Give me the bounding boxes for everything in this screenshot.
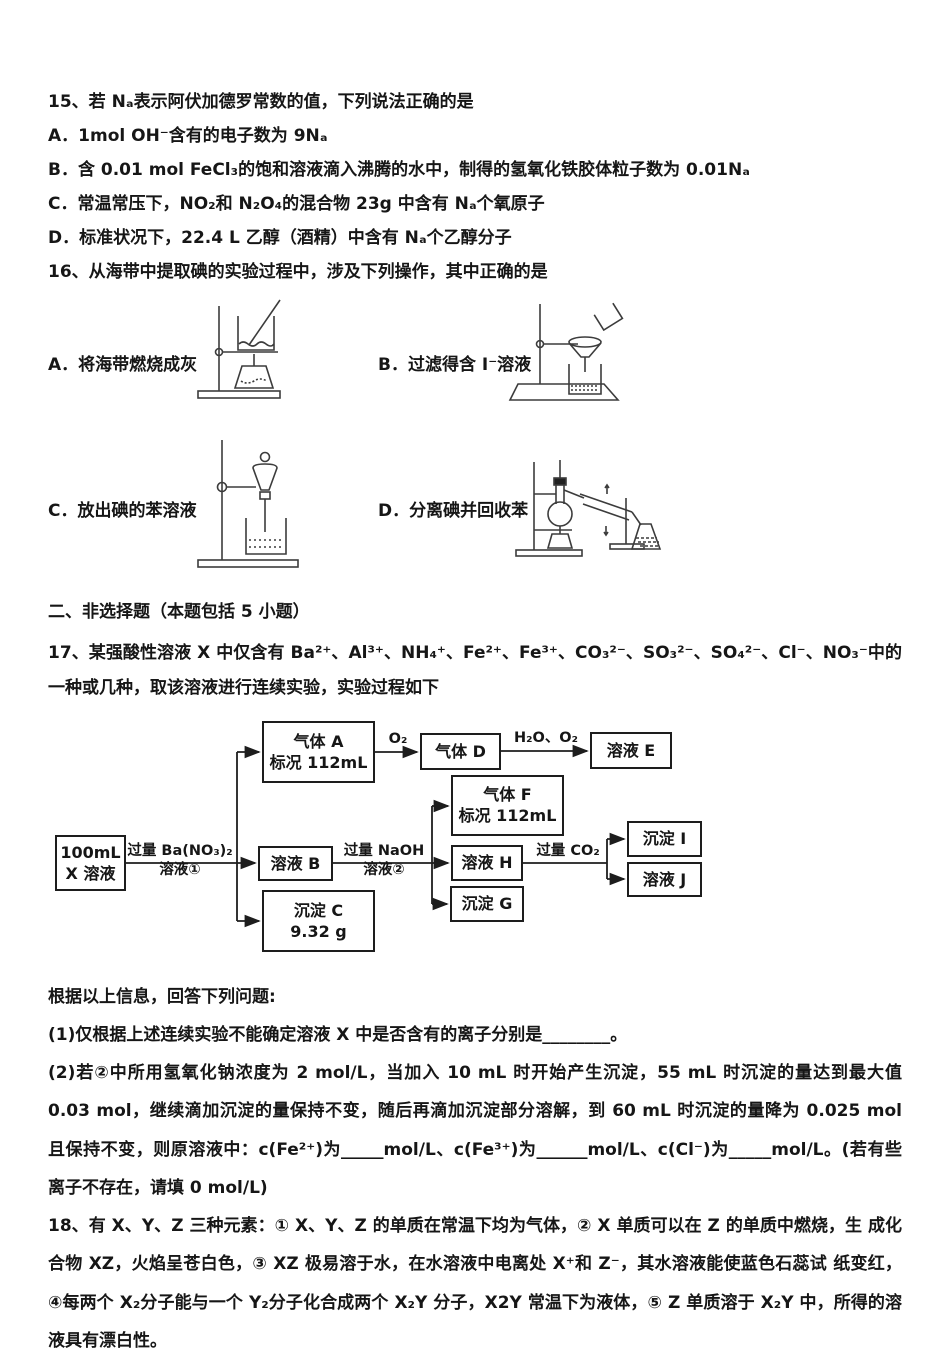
flow-box-gas-f: 气体 F 标况 112mL [451,774,564,836]
flow-label-h2o-o2: H₂O、O₂ [514,729,578,746]
q16-option-c-label: C．放出碘的苯溶液 [48,501,197,521]
q16-option-a-label: A．将海带燃烧成灰 [48,355,198,375]
flow-box-x-solution: 100mL X 溶液 [55,834,126,891]
burning-apparatus-diagram [197,299,281,399]
flow-box-gas-a: 气体 A 标况 112mL [262,720,375,783]
distillation-apparatus-diagram [515,460,662,557]
flow-box-precipitate-c: 沉淀 C 9.32 g [262,889,375,952]
q15-option-a: A．1mol OH⁻含有的电子数为 9Nₐ [48,126,328,146]
burning-apparatus-art [197,299,281,399]
separating-funnel-apparatus-diagram [197,440,299,568]
q17-part2: (2)若②中所用氢氧化钠浓度为 2 mol/L，当加入 10 mL 时开始产生沉… [48,1063,902,1198]
flow-box-gas-d: 气体 D [420,732,501,770]
q17-part1: (1)仅根据上述连续实验不能确定溶液 X 中是否含有的离子分别是________… [48,1024,628,1045]
q18-text: 18、有 X、Y、Z 三种元素：① X、Y、Z 的单质在常温下均为气体，② X … [48,1216,902,1351]
flow-box-precipitate-i: 沉淀 I [627,820,702,857]
q16-row-2: C．放出碘的苯溶液 D．分离碘并回收苯 [48,430,902,588]
q16-title: 16、从海带中提取碘的实验过程中，涉及下列操作，其中正确的是 [48,262,548,282]
q15-title: 15、若 Nₐ表示阿伏加德罗常数的值，下列说法正确的是 [48,92,474,112]
q15-option-d: D．标准状况下，22.4 L 乙醇（酒精）中含有 Nₐ个乙醇分子 [48,228,512,248]
flowchart-arrow-lines [126,744,626,927]
q16-option-b-label: B．过滤得含 I⁻溶液 [378,355,532,375]
q17-intro: 17、某强酸性溶液 X 中仅含有 Ba²⁺、Al³⁺、NH₄⁺、Fe²⁺、Fe³… [48,643,902,698]
section2-heading: 二、非选择题（本题包括 5 小题） [48,602,310,622]
flow-label-naoh: 过量 NaOH 溶液② [343,842,425,878]
q17-flowchart: 100mL X 溶液 过量 Ba(NO₃)₂ 溶液① 气体 A 标况 112mL… [48,716,902,964]
flow-box-precipitate-g: 沉淀 G [450,885,524,922]
separating-funnel-art [197,440,299,568]
filtration-apparatus-diagram [508,302,624,401]
filtration-apparatus-art [508,302,624,401]
flowchart-arrows [126,744,626,927]
q16-row-1: A．将海带燃烧成灰 B．过滤得含 I⁻溶液 [48,296,902,430]
flow-box-solution-b: 溶液 B [258,845,333,881]
flow-label-banо3: 过量 Ba(NO₃)₂ 溶液① [127,842,233,878]
distillation-apparatus-art [515,460,662,557]
q16-option-d-label: D．分离碘并回收苯 [378,501,529,521]
flow-box-solution-h: 溶液 H [451,844,523,881]
q15-option-b: B．含 0.01 mol FeCl₃的饱和溶液滴入沸腾的水中，制得的氢氧化铁胶体… [48,160,750,180]
flow-label-co2: 过量 CO₂ [536,842,600,859]
flow-box-solution-e: 溶液 E [590,731,672,769]
q17-note: 根据以上信息，回答下列问题: [48,986,276,1007]
flow-label-o2: O₂ [388,730,408,747]
q15-option-c: C．常温常压下，NO₂和 N₂O₄的混合物 23g 中含有 Nₐ个氧原子 [48,194,545,214]
flow-box-solution-j: 溶液 J [627,861,702,897]
